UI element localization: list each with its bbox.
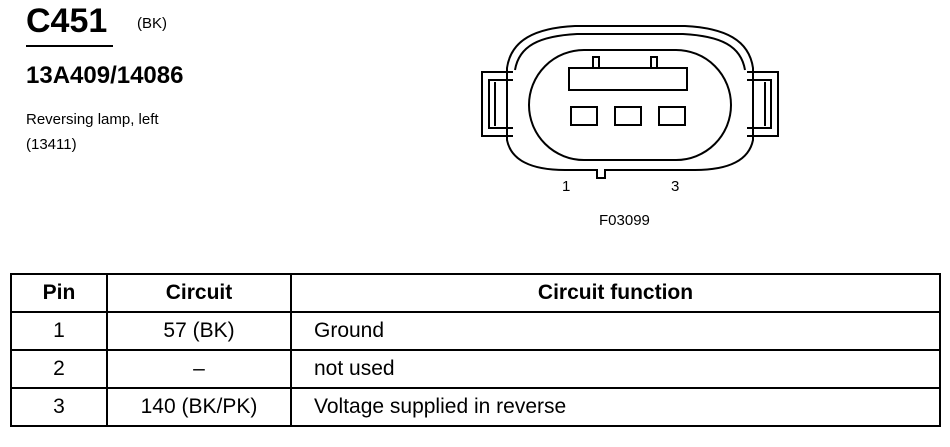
table-row: 1 57 (BK) Ground <box>10 311 941 351</box>
pin-cavity-3 <box>658 106 686 126</box>
header-circuit-function: Circuit function <box>290 273 941 313</box>
pin-cell: 3 <box>10 387 108 427</box>
part-number: 13A409/14086 <box>26 62 184 89</box>
function-cell: Ground <box>290 311 941 351</box>
header-pin: Pin <box>10 273 108 313</box>
table-row: 3 140 (BK/PK) Voltage supplied in revers… <box>10 387 941 427</box>
circuit-cell: – <box>106 349 292 389</box>
circuit-cell: 140 (BK/PK) <box>106 387 292 427</box>
connector-id: C451 <box>26 2 108 40</box>
pin-cell: 1 <box>10 311 108 351</box>
function-cell: not used <box>290 349 941 389</box>
table-row: 2 – not used <box>10 349 941 389</box>
left-latch <box>481 71 513 137</box>
table-header-row: Pin Circuit Circuit function <box>10 273 941 313</box>
title-underline <box>26 45 113 47</box>
pin-cavity-1 <box>570 106 598 126</box>
connector-face-diagram <box>481 25 779 179</box>
keying-tab-left <box>592 56 600 68</box>
pin-cavity-2 <box>614 106 642 126</box>
pin-label-3: 3 <box>671 178 680 195</box>
pin-label-1: 1 <box>562 178 571 195</box>
housing-shroud <box>514 33 746 71</box>
header-circuit: Circuit <box>106 273 292 313</box>
figure-id: F03099 <box>599 212 650 229</box>
right-latch-inner <box>747 79 772 129</box>
outer-housing <box>506 25 754 179</box>
pinout-table: Pin Circuit Circuit function 1 57 (BK) G… <box>10 273 941 427</box>
connector-color-code: (BK) <box>137 15 167 32</box>
right-latch <box>747 71 779 137</box>
inner-cavity <box>528 49 732 161</box>
long-slot <box>568 67 688 91</box>
function-cell: Voltage supplied in reverse <box>290 387 941 427</box>
component-reference: (13411) <box>26 136 77 153</box>
left-latch-inner <box>488 79 513 129</box>
keying-tab-right <box>650 56 658 68</box>
pin-cell: 2 <box>10 349 108 389</box>
component-description: Reversing lamp, left <box>26 111 159 128</box>
circuit-cell: 57 (BK) <box>106 311 292 351</box>
